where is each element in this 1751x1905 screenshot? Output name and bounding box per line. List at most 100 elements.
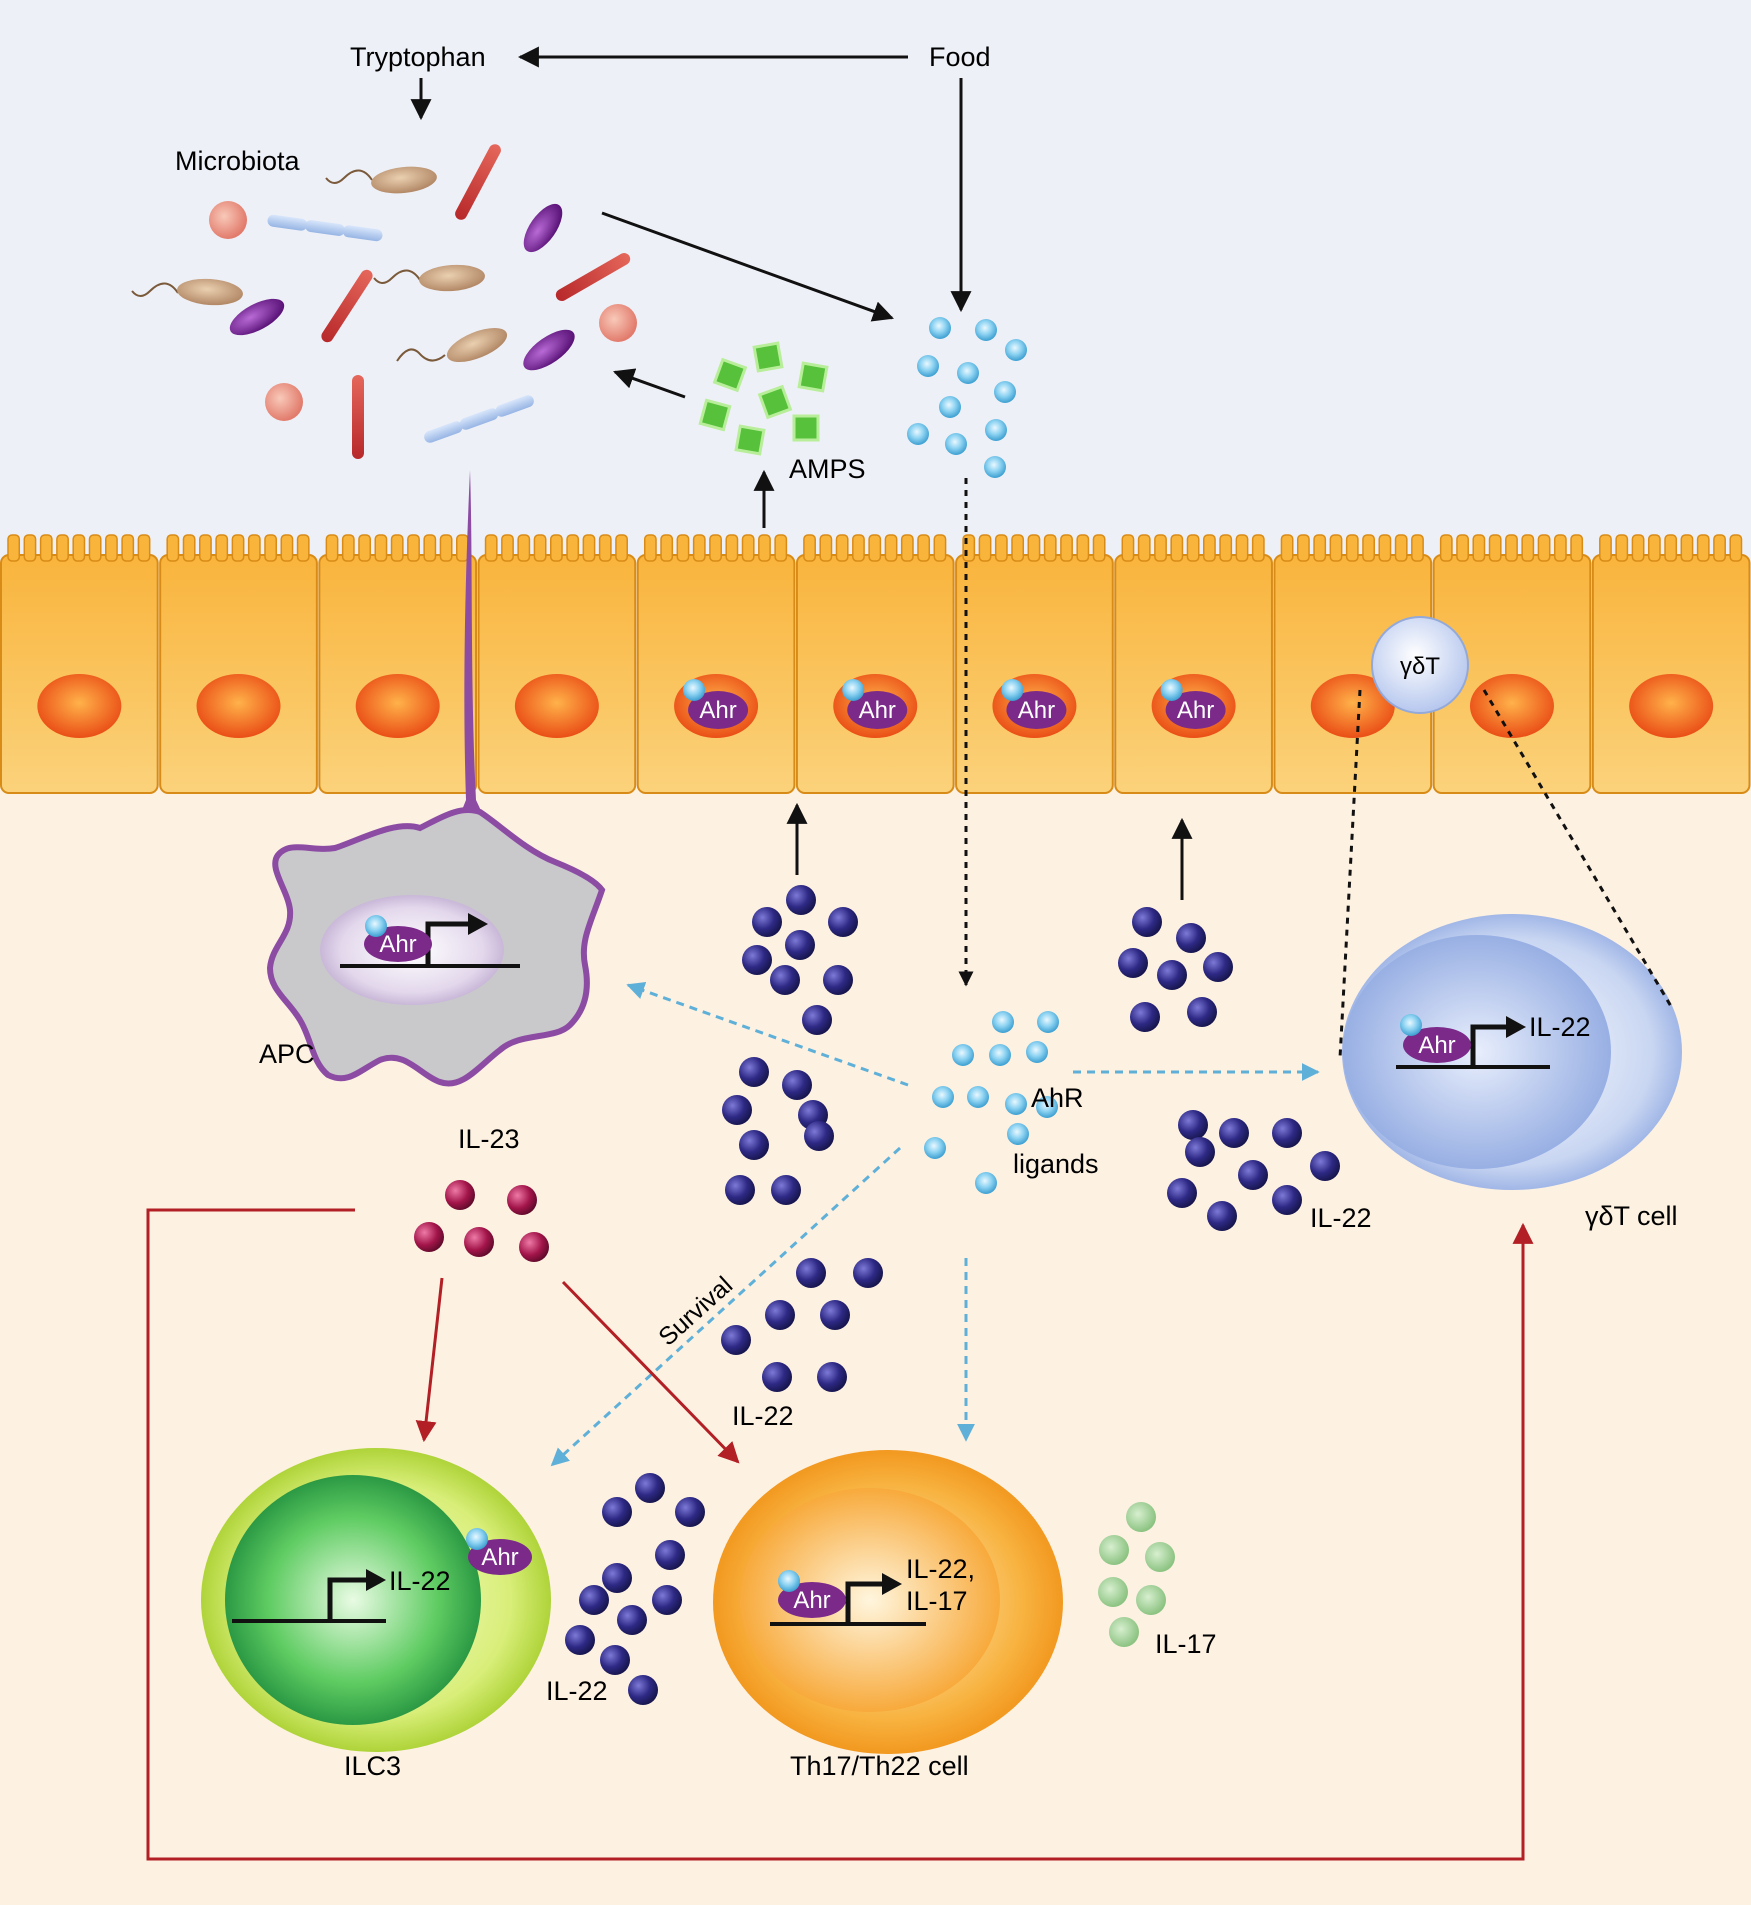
rod-bacterium: [555, 253, 631, 301]
epithelial-cell: [0, 534, 159, 794]
microvillus: [758, 534, 771, 562]
microvillus: [341, 534, 355, 562]
amps-label: AMPS: [789, 454, 866, 484]
microvillus: [1631, 534, 1645, 562]
epithelial-cell: Ahr: [1114, 534, 1273, 794]
flagellated-bacterium: [396, 328, 508, 362]
il23-cytokine: [519, 1232, 549, 1262]
rod-bacterium: [455, 144, 501, 220]
ahr-protein: [1006, 691, 1067, 729]
microvillus: [1553, 534, 1567, 562]
microvillus: [231, 534, 245, 562]
microvillus: [455, 534, 469, 562]
epithelial-nucleus: [37, 674, 122, 738]
microvillus: [933, 534, 947, 562]
purple-bacterium: [229, 298, 285, 336]
microvillus: [137, 534, 151, 562]
microvillus: [1235, 534, 1249, 562]
il22-cytokine: [1178, 1110, 1208, 1140]
ilc3-ahr-label: Ahr: [481, 1544, 518, 1571]
epithelial-cell: Ahr: [955, 534, 1114, 794]
ahr-ligand: [1007, 1123, 1029, 1145]
ligand-dashed-arrows: [550, 981, 1320, 1467]
microvillus: [501, 534, 514, 562]
microvillus: [709, 534, 722, 562]
microvillus: [1696, 534, 1710, 562]
il17-cytokine: [1099, 1535, 1129, 1565]
microvillus: [1570, 534, 1584, 562]
epithelial-cell: [1273, 534, 1433, 794]
microvillus: [423, 534, 437, 562]
microvillus: [88, 534, 102, 562]
il23-cluster: [414, 1180, 549, 1262]
coccus-bacterium: [599, 304, 637, 342]
microvillus: [280, 534, 294, 562]
gdt-zoom-dotted-line: [1482, 689, 1674, 1009]
il17-cytokine: [1136, 1585, 1166, 1615]
th-gene-label-1: IL-22,: [906, 1554, 975, 1584]
amp-peptide: [712, 357, 748, 393]
gdt-cell: Ahr: [1342, 914, 1682, 1190]
flagellated-bacterium: [373, 264, 485, 292]
microvillus: [1154, 534, 1167, 562]
ahr-ligand: [1005, 339, 1027, 361]
coccus-bacterium: [265, 383, 303, 421]
il22-cytokine: [1132, 907, 1162, 937]
microvillus: [1394, 534, 1408, 562]
il22-cytokine: [782, 1070, 812, 1100]
ahr-ligand-cluster-lumen: [907, 317, 1027, 478]
il22-clusters: [565, 885, 1340, 1705]
il17-cytokine: [1145, 1542, 1175, 1572]
ahr-ligand: [1036, 1096, 1058, 1118]
il22-cytokine: [579, 1585, 609, 1615]
microvillus: [1092, 534, 1106, 562]
microbiota-label: Microbiota: [175, 146, 301, 176]
microvillus: [917, 534, 931, 562]
amp-peptide: [792, 414, 820, 442]
il17-cluster: [1098, 1502, 1175, 1647]
gdt-cell-label: γδT cell: [1585, 1201, 1678, 1231]
microvillus: [692, 534, 706, 562]
microvillus: [900, 534, 914, 562]
il22-cytokine: [742, 945, 772, 975]
il22-cytokine: [804, 1121, 834, 1151]
microvillus: [1713, 534, 1726, 562]
il22-cytokine: [828, 907, 858, 937]
il22-cytokine: [802, 1005, 832, 1035]
il22-center-label: IL-22: [732, 1401, 794, 1431]
ahr-ligand: [939, 396, 961, 418]
microvillus: [1345, 534, 1359, 562]
microvillus: [1251, 534, 1265, 562]
microvillus: [819, 534, 833, 562]
il22-cytokine: [721, 1325, 751, 1355]
microvillus: [725, 534, 739, 562]
amp-peptide: [797, 361, 829, 393]
ahr-ligand: [992, 1011, 1014, 1033]
flagellated-bacterium: [131, 278, 243, 306]
ahr-ligand: [683, 679, 706, 701]
ahr-ligands-label-2: ligands: [1013, 1149, 1099, 1179]
microvillus: [1378, 534, 1392, 562]
ahr-ligand: [929, 317, 951, 339]
il22-cytokine: [739, 1130, 769, 1160]
ahr-ligand: [945, 433, 967, 455]
microvillus: [296, 534, 310, 562]
microvillus: [549, 534, 563, 562]
microvillus: [1060, 534, 1073, 562]
ahr-ligand: [932, 1086, 954, 1108]
th17-th22-cell: Ahr: [713, 1450, 1063, 1754]
microbiota-cluster: [131, 144, 637, 459]
epithelial-ahr-label: Ahr: [1177, 697, 1214, 724]
microvillus: [1411, 534, 1424, 562]
food-tryptophan-arrows: [410, 46, 972, 528]
ahr-ligand: [985, 419, 1007, 441]
microvillus: [1680, 534, 1694, 562]
apc-cell: Ahr: [266, 807, 606, 1087]
il22-cytokine: [722, 1095, 752, 1125]
tryptophan-label: Tryptophan: [350, 42, 486, 72]
epithelial-ahr-label: Ahr: [859, 697, 896, 724]
microvillus: [803, 534, 816, 562]
il22-cytokine: [1118, 948, 1148, 978]
microvillus: [1599, 534, 1612, 562]
th-gene-label-2: IL-17: [906, 1586, 968, 1616]
